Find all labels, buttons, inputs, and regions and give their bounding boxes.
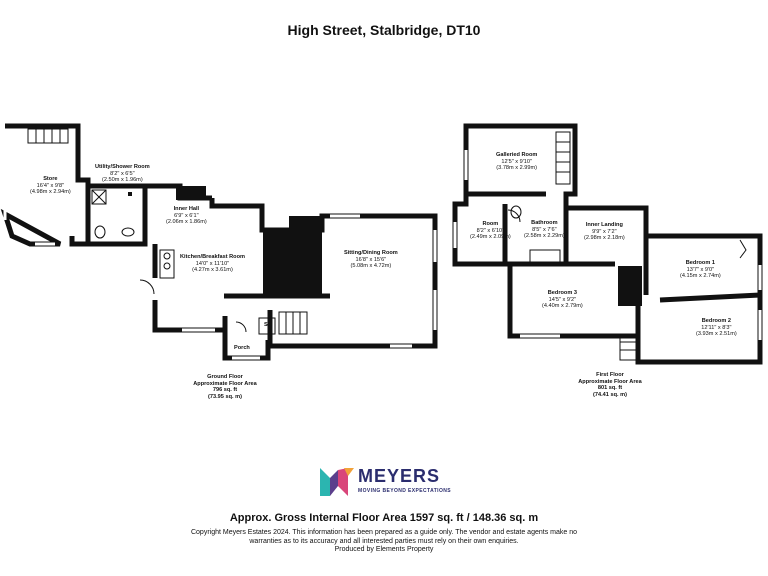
bath [529,249,561,263]
first-toilet [510,205,522,219]
chimney-breast [176,186,206,200]
basin [121,227,135,237]
utility-walls [88,183,148,247]
copyright-notice: Copyright Meyers Estates 2024. This info… [190,529,577,545]
door-swing [139,279,155,295]
first-floor-plan [452,123,763,365]
page-title: High Street, Stalbridge, DT10 [287,22,481,38]
gross-area: Approx. Gross Internal Floor Area 1597 s… [229,512,539,524]
shower-tray [91,189,107,205]
first-floor-stairs [555,131,637,361]
toilet [94,225,106,239]
brand-name: MEYERS [358,466,441,486]
cupboard [258,317,276,335]
chimney-stack [289,216,322,294]
store-stairs [27,128,69,144]
first-floor-chimney [618,266,642,306]
ground-stairs [278,311,308,335]
producer-credit: Produced by Elements Property [334,546,434,553]
porch-walls [222,316,271,361]
brand-tagline: MOVING BEYOND EXPECTATIONS [358,488,451,494]
ground-floor-plan [0,123,438,361]
first-floor-internal-walls [466,191,761,336]
kitchen-units [159,249,175,279]
room-label-porch: Porch [234,345,250,351]
meyers-logo-icon [320,468,354,496]
chimney-breast-kitchen [263,232,289,294]
cupboard-label: S [264,322,268,328]
utility-fitting [128,192,132,196]
wardrobe-mark [739,239,747,259]
